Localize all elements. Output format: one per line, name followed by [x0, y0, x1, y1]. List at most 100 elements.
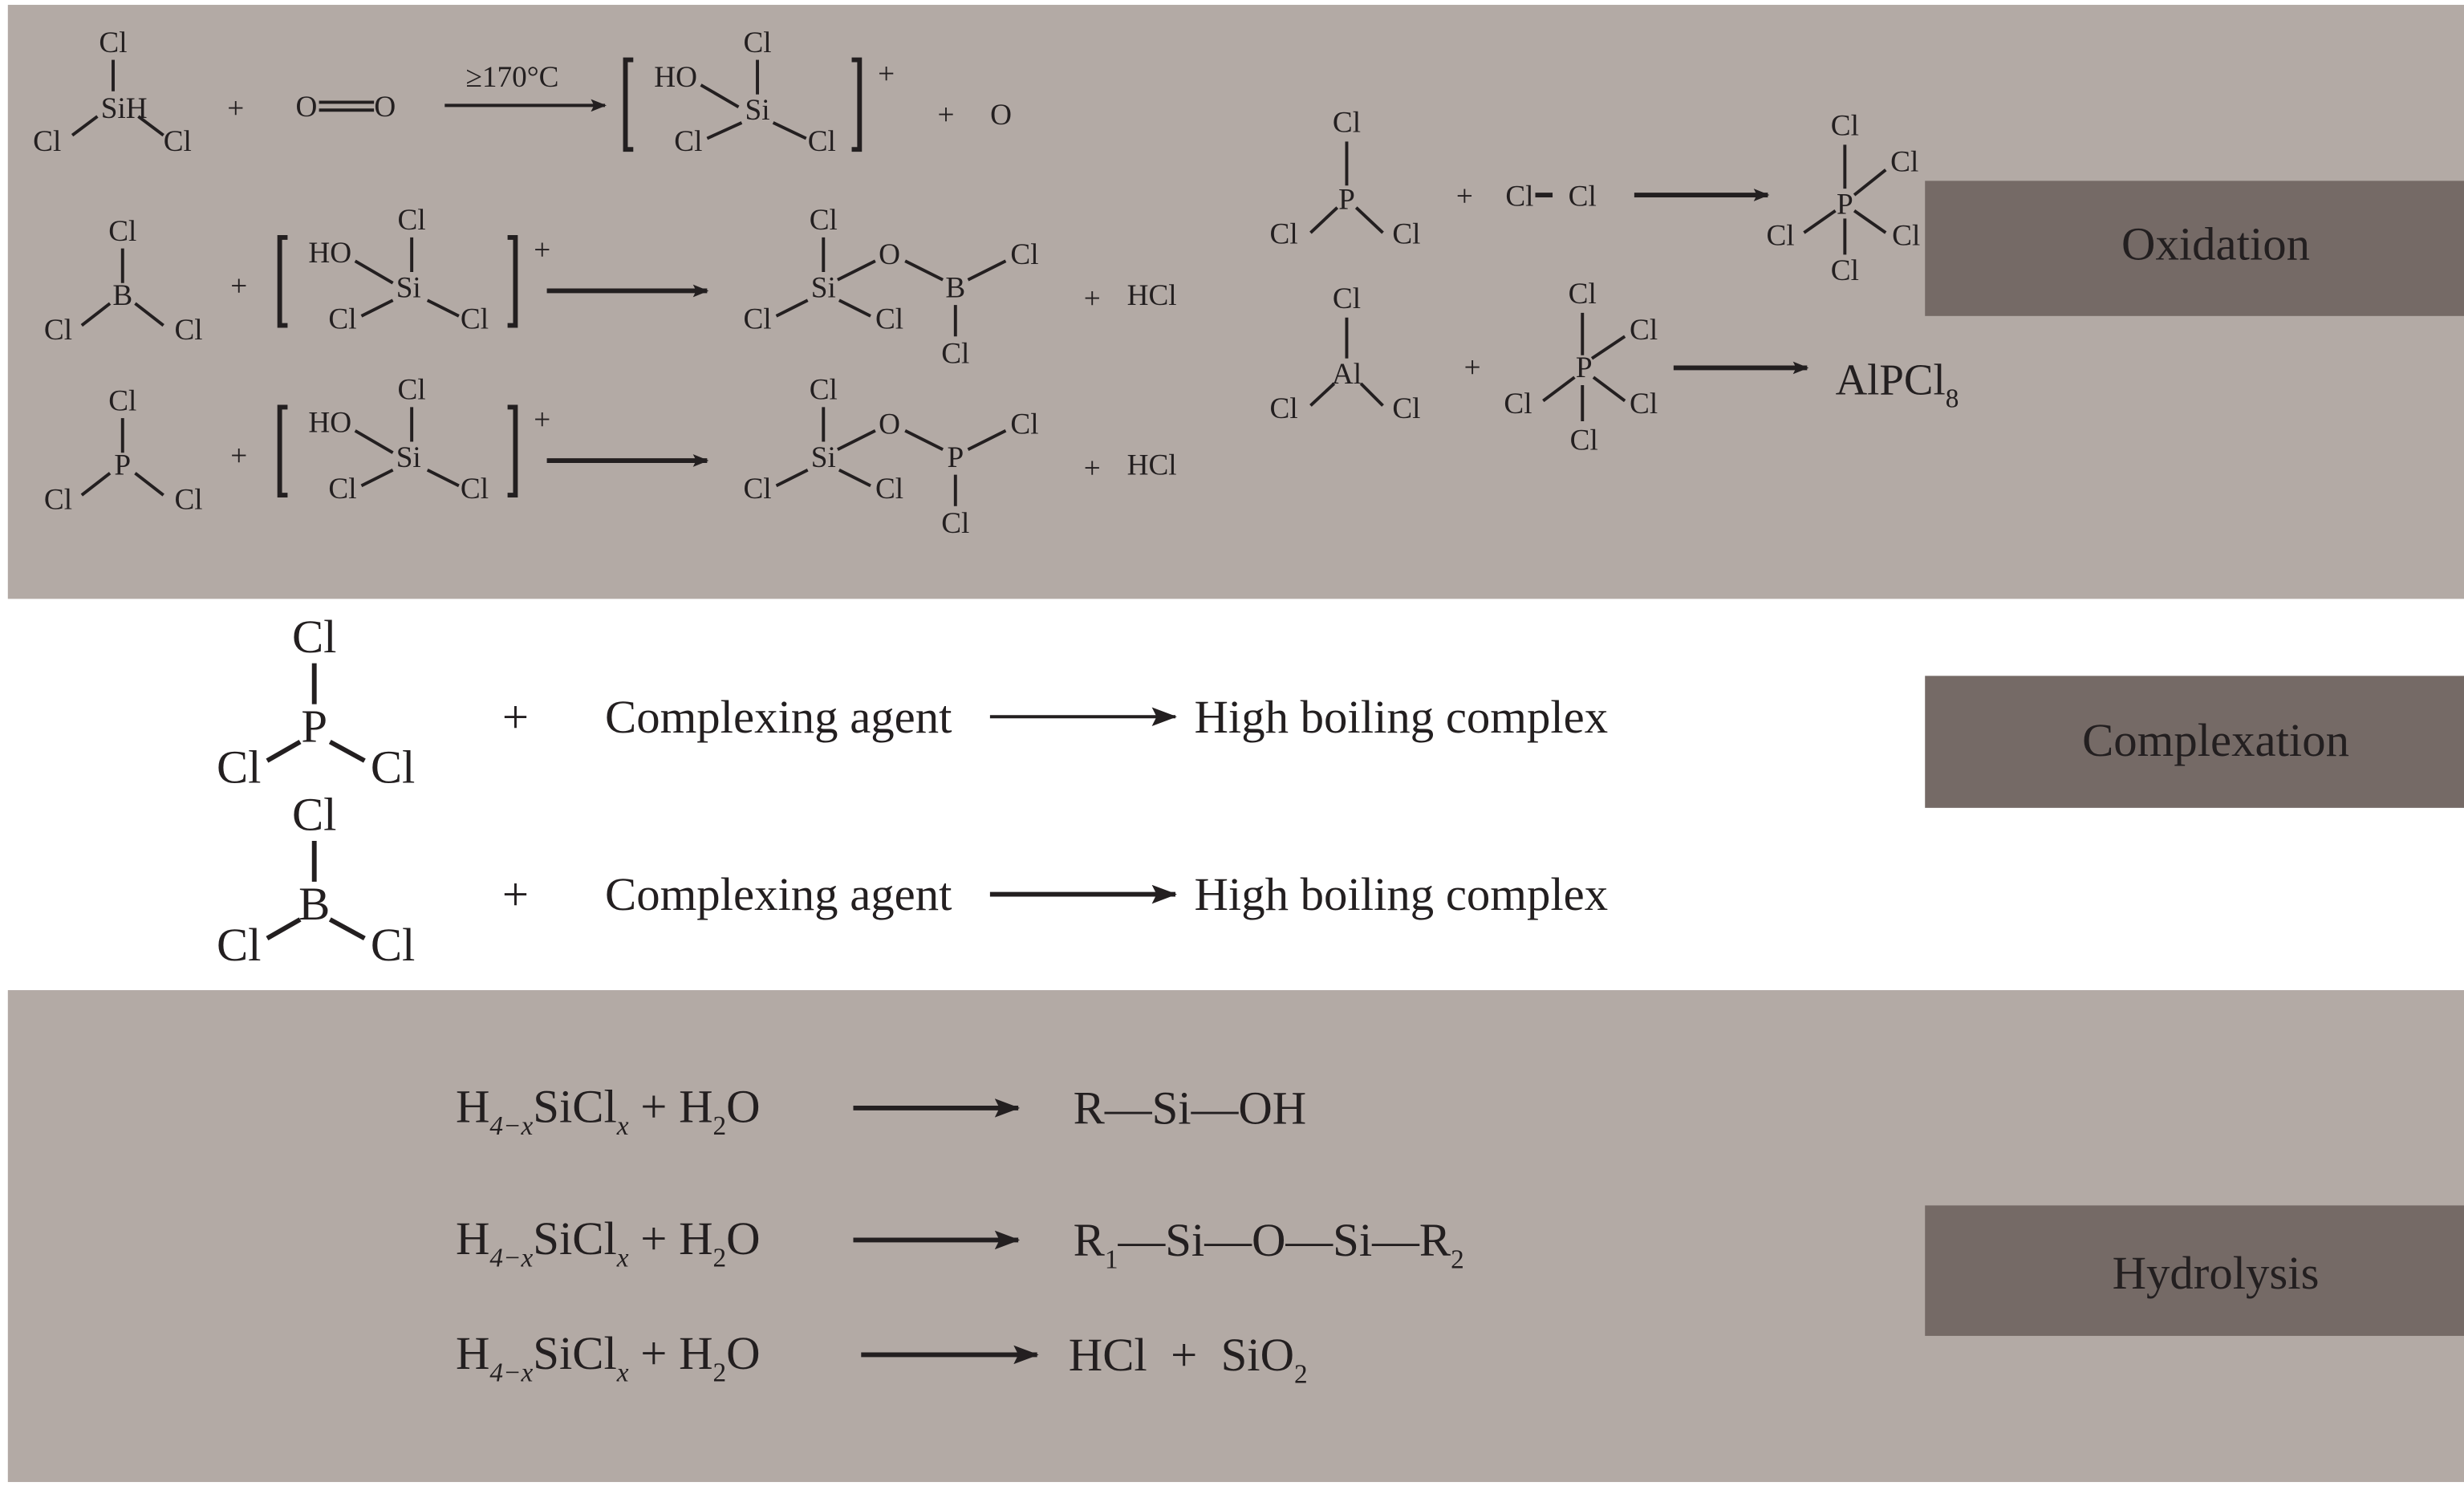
complexing-agent: Complexing agent: [605, 691, 952, 743]
atom-o: O: [879, 238, 900, 271]
atom-p: P: [1837, 189, 1853, 221]
phosphorus-trichloride-molecule: Cl P Cl Cl: [44, 384, 203, 516]
atom-cl: Cl: [461, 302, 489, 335]
reaction-sihcl3-oxygen: Cl SiH Cl Cl + O O ≥170°C HO Cl Si Cl: [33, 26, 1012, 158]
atom-cl: Cl: [743, 26, 771, 59]
atom-cl: Cl: [1569, 181, 1597, 213]
atom-cl: Cl: [1570, 424, 1598, 457]
oxygen-molecule: O O: [295, 91, 396, 124]
hydrolysis-reaction-1: H4−xSiClx + H2O R—Si—OH: [456, 1081, 1306, 1142]
atom-si: Si: [396, 441, 421, 474]
chlorine-molecule: Cl Cl: [1505, 181, 1596, 213]
chlorosilane-plus-water: H4−xSiClx + H2O: [456, 1327, 761, 1388]
reaction-pcl3-chlorine: Cl P Cl Cl + Cl Cl Cl Cl P Cl Cl Cl: [1270, 107, 1921, 287]
atom-cl: Cl: [1270, 392, 1298, 425]
oxidation-label: Oxidation: [2121, 217, 2310, 270]
plus-sign: +: [230, 270, 247, 302]
complexation-bcl3: Cl B Cl Cl + Complexing agent High boili…: [217, 788, 1608, 971]
atom-cl: Cl: [810, 374, 838, 407]
atom-cl: Cl: [44, 314, 72, 347]
atom-al: Al: [1332, 358, 1362, 391]
atom-cl: Cl: [1890, 146, 1918, 179]
atom-cl: Cl: [1505, 181, 1533, 213]
plus-sign: +: [230, 440, 247, 473]
chlorosilane-plus-water: H4−xSiClx + H2O: [456, 1081, 761, 1142]
atom-cl: Cl: [1892, 220, 1920, 253]
atom-cl: Cl: [1010, 408, 1038, 441]
chlorosilane-plus-water: H4−xSiClx + H2O: [456, 1212, 761, 1273]
plus-sign: +: [1084, 282, 1101, 315]
atom-p: P: [947, 441, 964, 474]
atom-cl: Cl: [674, 125, 702, 158]
atom-cl: Cl: [743, 473, 771, 505]
oxidation-label-box: Oxidation: [1925, 181, 2464, 316]
atom-cl: Cl: [810, 204, 838, 237]
atom-si: Si: [811, 441, 836, 474]
atom-cl: Cl: [1630, 388, 1658, 420]
atom-o: O: [374, 91, 396, 124]
atom-cl: Cl: [164, 125, 192, 158]
atom-cl: Cl: [292, 788, 337, 840]
hcl-product: HCl: [1127, 449, 1177, 482]
boron-trichloride-molecule: Cl B Cl Cl: [217, 788, 415, 971]
atom-cl: Cl: [808, 125, 836, 158]
atom-cl: Cl: [1392, 392, 1420, 425]
alpcl8-product: AlPCl8: [1836, 355, 1959, 414]
atom-cl: Cl: [1630, 314, 1658, 347]
atom-cl: Cl: [941, 507, 969, 540]
complexation-label: Complexation: [2082, 714, 2349, 766]
atom-cl: Cl: [875, 473, 903, 505]
atom-cl: Cl: [1333, 107, 1361, 140]
atom-p: P: [1576, 351, 1593, 384]
hcl-silica-product: HCl + SiO2: [1069, 1329, 1308, 1390]
atom-cl: Cl: [1766, 220, 1794, 253]
plus-sign: +: [1456, 181, 1473, 213]
atom-p: P: [1338, 184, 1355, 217]
atom-cl: Cl: [1392, 218, 1420, 251]
temperature-condition: ≥170°C: [466, 61, 559, 94]
phosphorus-trichloride-molecule: Cl P Cl Cl: [217, 611, 415, 794]
atom-cl: Cl: [217, 919, 262, 971]
hosicl3-cation: HO Cl Si Cl Cl +: [277, 204, 550, 335]
reaction-pcl3-cation: Cl P Cl Cl + HO Cl Si Cl Cl + Cl Si: [44, 374, 1177, 540]
phosphorus-trichloride-molecule: Cl P Cl Cl: [1270, 107, 1421, 251]
hydrolysis-label: Hydrolysis: [2113, 1247, 2320, 1299]
atom-p: P: [114, 449, 131, 482]
hydrolysis-reaction-2: H4−xSiClx + H2O R1—Si—O—Si—R2: [456, 1212, 1464, 1275]
atom-cl: Cl: [398, 374, 426, 407]
atom-p: P: [301, 700, 327, 753]
high-boiling-complex: High boiling complex: [1194, 691, 1608, 743]
atom-cl: Cl: [174, 484, 202, 517]
phosphorus-pentachloride-molecule: Cl Cl P Cl Cl Cl: [1504, 278, 1658, 457]
reaction-alcl3-pcl5: Cl Al Cl Cl + Cl Cl P Cl Cl Cl AlPCl8: [1270, 278, 1959, 457]
atom-cl: Cl: [328, 473, 356, 505]
charge-sign: +: [534, 404, 550, 436]
complexation-pcl3: Cl P Cl Cl + Complexing agent High boili…: [217, 611, 1608, 794]
cl3si-o-pcl2-product: Cl Si O P Cl Cl Cl Cl: [743, 374, 1038, 540]
reaction-bcl3-cation: Cl B Cl Cl + HO Cl Si Cl Cl + Cl Si: [44, 204, 1177, 370]
hydrolysis-label-box: Hydrolysis: [1925, 1205, 2464, 1336]
atom-cl: Cl: [1333, 282, 1361, 315]
atom-b: B: [945, 271, 965, 304]
plus-sign: +: [227, 92, 244, 125]
silanol-product: R—Si—OH: [1074, 1082, 1307, 1135]
atom-cl: Cl: [371, 919, 416, 971]
phosphorus-pentachloride-molecule: Cl Cl P Cl Cl Cl: [1766, 110, 1920, 287]
atom-cl: Cl: [461, 473, 489, 505]
hosicl3-cation: HO Cl Si Cl Cl +: [623, 26, 895, 158]
atom-cl: Cl: [1569, 278, 1597, 311]
atom-ho: HO: [308, 237, 351, 270]
atom-si: Si: [396, 271, 421, 304]
siloxane-product: R1—Si—O—Si—R2: [1074, 1214, 1464, 1275]
atom-o: O: [990, 99, 1012, 132]
plus-sign: +: [502, 691, 529, 743]
plus-sign: +: [938, 99, 955, 132]
atom-cl: Cl: [875, 302, 903, 335]
atom-cl: Cl: [941, 338, 969, 371]
atom-cl: Cl: [743, 302, 771, 335]
atom-cl: Cl: [1270, 218, 1298, 251]
plus-sign: +: [1084, 453, 1101, 485]
hydrolysis-reaction-3: H4−xSiClx + H2O HCl + SiO2: [456, 1327, 1308, 1390]
atom-cl: Cl: [292, 611, 337, 663]
